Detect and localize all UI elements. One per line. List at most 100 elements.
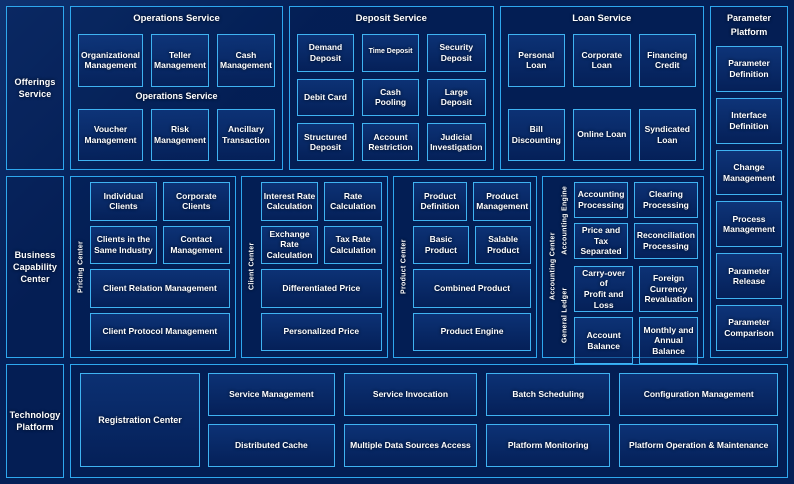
technology-panel: Registration Center Service Management S…: [70, 364, 788, 478]
tile-corporate-clients[interactable]: Corporate Clients: [162, 182, 230, 221]
group-loan-service-title: Loan Service: [572, 13, 632, 24]
tile-combined-product[interactable]: Combined Product: [412, 269, 532, 308]
tile-security-deposit[interactable]: Security Deposit: [427, 34, 486, 72]
group-operations-service[interactable]: Operations Service Operations Service Or…: [70, 6, 283, 170]
tile-client-protocol-management[interactable]: Client Protocol Management: [90, 312, 230, 351]
tile-ancillary-transaction[interactable]: Ancillary Transaction: [217, 108, 275, 161]
right-rail-spacer: [710, 176, 788, 358]
center-pricing[interactable]: Pricing Center Individual Clients Corpor…: [70, 176, 236, 358]
center-accounting-label: Accounting Center: [549, 232, 557, 301]
tile-teller-management[interactable]: Teller Management: [151, 34, 210, 87]
tile-platform-monitoring[interactable]: Platform Monitoring: [486, 424, 611, 467]
center-product-body: Product Definition Product Management Ba…: [410, 182, 532, 351]
tile-online-loan[interactable]: Online Loan: [573, 108, 631, 161]
group-operations-service-title: Operations Service: [133, 13, 220, 24]
center-product-row-4: Product Engine: [412, 312, 532, 351]
tile-risk-management[interactable]: Risk Management: [151, 108, 210, 161]
tile-batch-scheduling[interactable]: Batch Scheduling: [486, 373, 611, 416]
param-item-parameter-comparison[interactable]: Parameter Comparison: [716, 305, 782, 351]
center-product-row-1: Product Definition Product Management: [412, 182, 532, 221]
tile-distributed-cache[interactable]: Distributed Cache: [208, 424, 335, 467]
tile-corporate-loan[interactable]: Corporate Loan: [573, 34, 631, 87]
tile-service-invocation[interactable]: Service Invocation: [343, 373, 478, 416]
tile-cash-management[interactable]: Cash Management: [217, 34, 275, 87]
rail-business-capability-center-label: Business Capability Center: [12, 249, 57, 285]
tile-price-and-tax-separated[interactable]: Price and Tax Separated: [574, 222, 628, 259]
tile-personal-loan[interactable]: Personal Loan: [507, 34, 565, 87]
center-pricing-row-1: Individual Clients Corporate Clients: [90, 182, 230, 221]
param-item-parameter-release[interactable]: Parameter Release: [716, 253, 782, 300]
tile-interest-rate-calculation[interactable]: Interest Rate Calculation: [260, 182, 319, 221]
center-client-row-4: Personalized Price: [260, 312, 382, 351]
technology-panel-wrap: Registration Center Service Management S…: [70, 364, 788, 478]
center-accounting[interactable]: Accounting Center Accounting Engine Acco…: [542, 176, 704, 364]
tile-organizational-management[interactable]: Organizational Management: [78, 34, 144, 87]
layer-offerings-service: Offerings Service Operations Service Ope…: [6, 6, 788, 358]
tile-demand-deposit[interactable]: Demand Deposit: [296, 34, 355, 72]
center-pricing-body: Individual Clients Corporate Clients Cli…: [87, 182, 230, 351]
center-client-row-2: Exchange Rate Calculation Tax Rate Calcu…: [260, 225, 382, 264]
tile-exchange-rate-calculation[interactable]: Exchange Rate Calculation: [260, 225, 319, 264]
tile-rate-calculation[interactable]: Rate Calculation: [324, 182, 382, 221]
tile-registration-center[interactable]: Registration Center: [80, 373, 200, 467]
tile-product-engine[interactable]: Product Engine: [412, 312, 532, 351]
group-deposit-service[interactable]: Deposit Service Demand Deposit Time Depo…: [288, 6, 494, 170]
tile-reconciliation-processing[interactable]: Reconciliation Processing: [633, 222, 698, 259]
center-pricing-row-4: Client Protocol Management: [90, 312, 230, 351]
tile-multiple-data-sources-access[interactable]: Multiple Data Sources Access: [343, 424, 478, 467]
tile-product-definition[interactable]: Product Definition: [412, 182, 468, 221]
rail-parameter-platform: Parameter Platform Parameter Definition …: [710, 6, 788, 358]
param-item-change-management[interactable]: Change Management: [716, 149, 782, 196]
offerings-groups: Operations Service Operations Service Or…: [70, 6, 705, 170]
rail-business-capability-center: Business Capability Center: [6, 176, 64, 358]
tile-differentiated-price[interactable]: Differentiated Price: [260, 269, 382, 308]
block-general-ledger-label: General Ledger: [561, 286, 569, 343]
center-pricing-label: Pricing Center: [77, 240, 85, 293]
tile-voucher-management[interactable]: Voucher Management: [78, 108, 144, 161]
tile-configuration-management[interactable]: Configuration Management: [619, 373, 778, 416]
tile-salable-product[interactable]: Salable Product: [475, 225, 532, 264]
tile-basic-product[interactable]: Basic Product: [412, 225, 470, 264]
center-product-row-2: Basic Product Salable Product: [412, 225, 532, 264]
tile-service-management[interactable]: Service Management: [208, 373, 335, 416]
tile-account-balance[interactable]: Account Balance: [574, 317, 634, 364]
layer-business-capability-center: Business Capability Center Pricing Cente…: [6, 176, 788, 364]
tile-foreign-currency-revaluation[interactable]: Foreign Currency Revaluation: [639, 265, 698, 313]
tile-time-deposit[interactable]: Time Deposit: [362, 34, 420, 72]
center-product-label: Product Center: [400, 239, 408, 294]
center-product[interactable]: Product Center Product Definition Produc…: [392, 176, 538, 358]
tile-product-management[interactable]: Product Management: [473, 182, 532, 221]
tile-syndicated-loan[interactable]: Syndicated Loan: [638, 108, 696, 161]
tile-account-restriction[interactable]: Account Restriction: [362, 123, 420, 161]
block-accounting-engine: Accounting Engine Accounting Processing …: [559, 182, 698, 259]
layer-technology-platform: Technology Platform Registration Center …: [6, 364, 788, 478]
tile-cash-pooling[interactable]: Cash Pooling: [362, 78, 420, 117]
technology-tiles: Service Management Service Invocation Ba…: [208, 373, 778, 467]
tile-platform-operation-maintenance[interactable]: Platform Operation & Maintenance: [619, 424, 778, 467]
tile-tax-rate-calculation[interactable]: Tax Rate Calculation: [324, 225, 382, 264]
center-client-row-3: Differentiated Price: [260, 269, 382, 308]
tile-debit-card[interactable]: Debit Card: [296, 78, 355, 117]
tile-bill-discounting[interactable]: Bill Discounting: [507, 108, 565, 161]
tile-financing-credit[interactable]: Financing Credit: [638, 34, 696, 87]
tile-personalized-price[interactable]: Personalized Price: [260, 312, 382, 351]
param-item-interface-definition[interactable]: Interface Definition: [716, 97, 782, 144]
tile-client-relation-management[interactable]: Client Relation Management: [90, 269, 230, 308]
tile-individual-clients[interactable]: Individual Clients: [90, 182, 157, 221]
tile-judicial-investigation[interactable]: Judicial Investigation: [427, 123, 486, 161]
group-loan-service[interactable]: Loan Service Personal Loan Corporate Loa…: [499, 6, 705, 170]
block-general-ledger: General Ledger Carry-over of Profit and …: [559, 265, 698, 364]
tile-clients-in-the-same-industry[interactable]: Clients in the Same Industry: [90, 225, 157, 264]
rail-offerings-service: Offerings Service: [6, 6, 64, 170]
tile-structured-deposit[interactable]: Structured Deposit: [296, 123, 355, 161]
tile-accounting-processing[interactable]: Accounting Processing: [574, 182, 628, 218]
param-item-process-management[interactable]: Process Management: [716, 201, 782, 248]
tile-large-deposit[interactable]: Large Deposit: [427, 78, 486, 117]
tile-contact-management[interactable]: Contact Management: [162, 225, 230, 264]
tile-monthly-and-annual-balance[interactable]: Monthly and Annual Balance: [639, 317, 698, 364]
center-client[interactable]: Client Center Interest Rate Calculation …: [240, 176, 388, 358]
tile-carry-over-of-profit-and-loss[interactable]: Carry-over of Profit and Loss: [574, 265, 634, 313]
tile-clearing-processing[interactable]: Clearing Processing: [633, 182, 698, 218]
rail-parameter-platform-title: Parameter Platform: [726, 13, 772, 37]
param-item-parameter-definition[interactable]: Parameter Definition: [716, 46, 782, 92]
